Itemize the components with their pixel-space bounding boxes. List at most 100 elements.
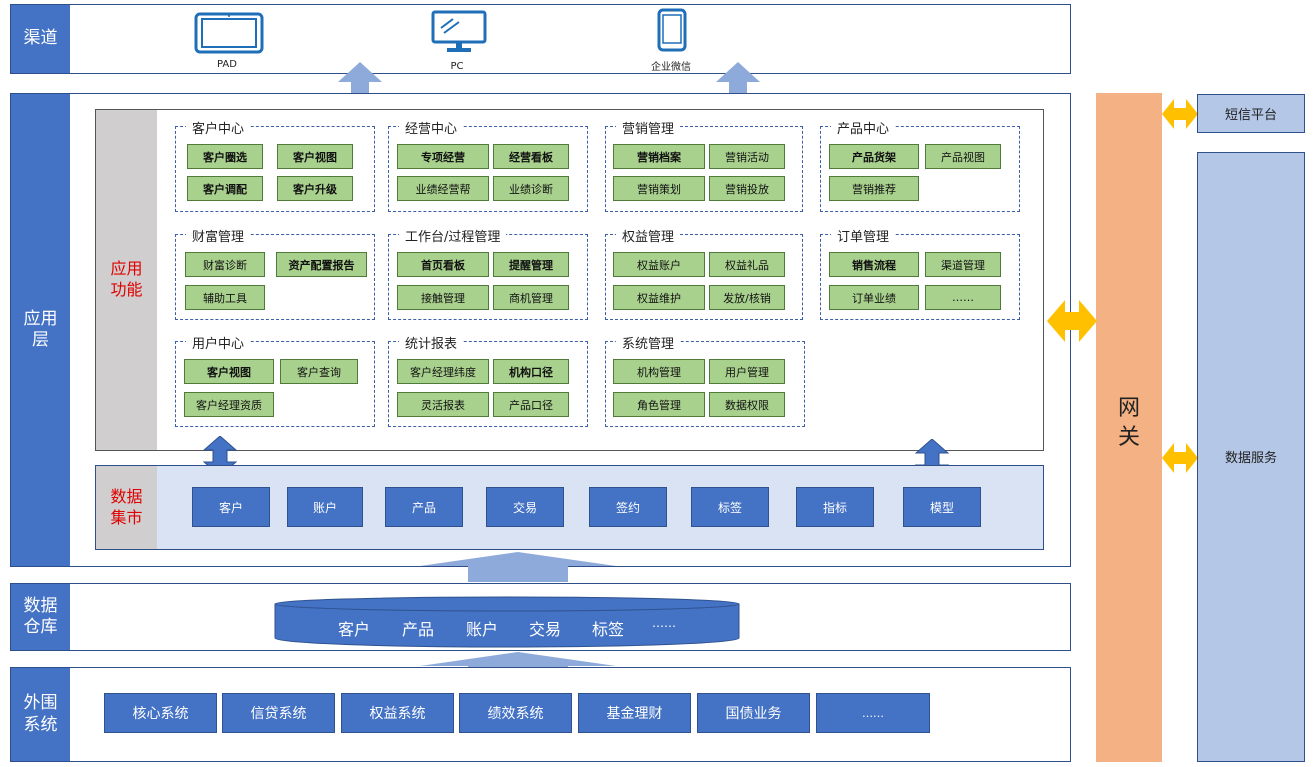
function-item: 客户经理纬度: [397, 359, 489, 384]
market-item: 指标: [796, 487, 874, 527]
function-item: 经营看板: [493, 144, 569, 169]
function-item: 首页看板: [397, 252, 489, 277]
channel-band: [10, 4, 1071, 74]
function-group: 财富管理: [175, 226, 375, 320]
function-group: 权益管理: [605, 226, 803, 320]
data-service-label: 数据服务: [1224, 451, 1277, 466]
gateway-column: [1096, 93, 1162, 762]
up-arrow-icon: [420, 552, 616, 582]
external-system: 信贷系统: [222, 693, 335, 733]
phone-icon: [657, 8, 687, 52]
app-function-label: 应用功能: [96, 110, 157, 450]
channel-label: 渠道: [11, 5, 70, 73]
function-group: 系统管理: [605, 333, 805, 427]
tablet-icon: [194, 12, 264, 54]
function-item: 资产配置报告: [276, 252, 367, 277]
function-group-title: 客户中心: [186, 118, 251, 137]
external-system: ……: [816, 693, 930, 733]
warehouse-item: ……: [652, 616, 676, 630]
function-group-title: 权益管理: [616, 226, 681, 245]
warehouse-item: 客户: [338, 620, 371, 639]
double-arrow-icon: [1162, 443, 1198, 473]
market-item: 账户: [287, 487, 363, 527]
function-group: 统计报表: [388, 333, 588, 427]
market-item: 客户: [192, 487, 270, 527]
warehouse-item: 账户: [466, 620, 499, 639]
data-market-label: 数据集市: [96, 466, 157, 549]
function-item: 产品货架: [829, 144, 919, 169]
market-item: 产品: [385, 487, 463, 527]
function-group-title: 统计报表: [399, 333, 464, 352]
function-item: 接触管理: [397, 285, 489, 310]
function-item: 专项经营: [397, 144, 489, 169]
warehouse-item: 产品: [402, 620, 435, 639]
function-group-title: 订单管理: [831, 226, 896, 245]
function-item: 营销活动: [709, 144, 785, 169]
function-item: 产品口径: [493, 392, 569, 417]
function-item: 营销推荐: [829, 176, 919, 201]
market-item: 标签: [691, 487, 769, 527]
data-service-box: [1197, 152, 1305, 762]
external-system: 基金理财: [578, 693, 691, 733]
external-system: 国债业务: [697, 693, 810, 733]
gateway-label: 网关: [1117, 396, 1140, 450]
function-item: 商机管理: [493, 285, 569, 310]
function-item: 权益账户: [613, 252, 705, 277]
function-item: 营销策划: [613, 176, 705, 201]
double-arrow-icon: [1162, 99, 1198, 129]
function-item: 订单业绩: [829, 285, 919, 310]
function-item: 客户升级: [277, 176, 353, 201]
function-item: 客户视图: [277, 144, 353, 169]
external-system: 权益系统: [341, 693, 454, 733]
database-cylinder: [274, 596, 740, 648]
function-item: 客户视图: [184, 359, 274, 384]
function-item: 客户经理资质: [184, 392, 274, 417]
warehouse-item: 交易: [529, 620, 562, 639]
function-item: 发放/核销: [709, 285, 785, 310]
function-item: 营销档案: [613, 144, 705, 169]
function-item: 业绩诊断: [493, 176, 569, 201]
function-item: 销售流程: [829, 252, 919, 277]
function-item: 渠道管理: [925, 252, 1001, 277]
function-group: 产品中心: [820, 118, 1020, 212]
monitor-icon: [431, 10, 487, 52]
function-item: 机构口径: [493, 359, 569, 384]
function-group-title: 工作台/过程管理: [399, 226, 507, 245]
warehouse-item: 标签: [592, 620, 625, 639]
function-group: 经营中心: [388, 118, 588, 212]
function-group-title: 系统管理: [616, 333, 681, 352]
pc-label: PC: [450, 61, 464, 72]
function-group: 订单管理: [820, 226, 1020, 320]
function-item: ……: [925, 285, 1001, 310]
function-item: 客户查询: [280, 359, 358, 384]
function-group: 工作台/过程管理: [388, 226, 588, 320]
function-group: 营销管理: [605, 118, 803, 212]
function-item: 灵活报表: [397, 392, 489, 417]
function-item: 产品视图: [925, 144, 1001, 169]
external-system: 绩效系统: [459, 693, 572, 733]
function-item: 财富诊断: [185, 252, 265, 277]
function-item: 客户圈选: [187, 144, 263, 169]
function-item: 角色管理: [613, 392, 705, 417]
function-item: 提醒管理: [493, 252, 569, 277]
function-group: 用户中心: [175, 333, 375, 427]
external-system: 核心系统: [104, 693, 217, 733]
function-item: 营销投放: [709, 176, 785, 201]
double-arrow-icon: [1047, 300, 1097, 342]
function-item: 权益礼品: [709, 252, 785, 277]
function-group-title: 用户中心: [186, 333, 251, 352]
warehouse-label: 数据仓库: [11, 584, 70, 650]
function-item: 权益维护: [613, 285, 705, 310]
function-group-title: 财富管理: [186, 226, 251, 245]
function-item: 辅助工具: [185, 285, 265, 310]
function-item: 客户调配: [187, 176, 263, 201]
market-item: 签约: [589, 487, 667, 527]
function-item: 业绩经营帮: [397, 176, 489, 201]
function-group-title: 营销管理: [616, 118, 681, 137]
market-item: 模型: [903, 487, 981, 527]
wechat-label: 企业微信: [651, 62, 691, 73]
function-item: 数据权限: [709, 392, 785, 417]
pad-label: PAD: [217, 59, 237, 70]
market-item: 交易: [486, 487, 564, 527]
function-item: 机构管理: [613, 359, 705, 384]
